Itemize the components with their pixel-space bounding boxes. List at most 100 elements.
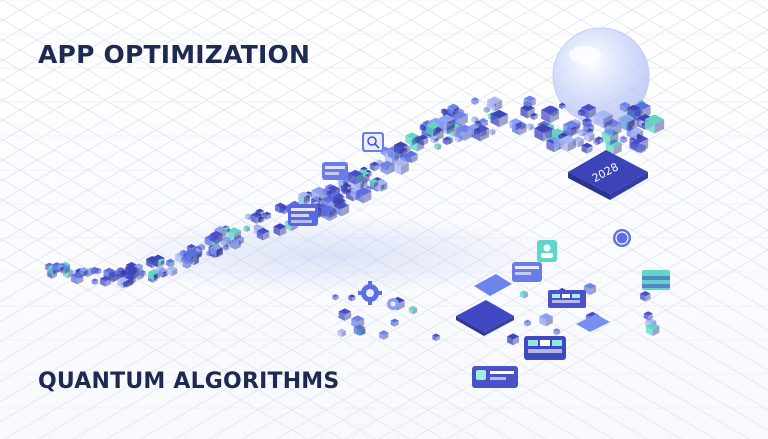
data-cube (643, 311, 653, 321)
data-cube (91, 278, 99, 285)
gear-icon (387, 298, 399, 310)
user-card (537, 240, 557, 262)
data-cube (417, 134, 429, 146)
data-cube (71, 272, 84, 285)
data-cube (405, 150, 418, 164)
data-cube (534, 123, 552, 142)
data-cube (524, 319, 531, 327)
data-cube (91, 266, 99, 275)
data-cube (234, 235, 244, 246)
layers-card (524, 336, 566, 360)
data-cube (369, 161, 380, 172)
data-cube (124, 264, 137, 277)
data-cube (262, 211, 272, 220)
data-cube (526, 123, 534, 131)
data-cube (146, 255, 159, 269)
headline: APP OPTIMIZATION (38, 40, 311, 69)
flat-tile (576, 314, 610, 332)
data-cube (604, 119, 622, 137)
data-cube (563, 120, 580, 137)
data-cube (210, 243, 223, 257)
data-cube (627, 104, 640, 118)
search-icon (367, 136, 377, 146)
data-cube (486, 96, 503, 112)
data-cube (432, 333, 440, 342)
data-cube (440, 108, 448, 115)
data-cube (255, 208, 264, 217)
data-cube (419, 124, 427, 131)
data-cube (583, 131, 595, 143)
data-cube (541, 105, 559, 124)
data-cube (583, 122, 594, 134)
search-card (362, 132, 384, 152)
data-cube (348, 294, 356, 302)
data-cube (399, 147, 407, 155)
data-cube (425, 122, 441, 137)
data-cube (166, 258, 175, 268)
data-cube (243, 225, 251, 233)
data-cube (523, 95, 536, 108)
data-cube (442, 136, 452, 146)
data-cube (157, 258, 164, 265)
user-icon (543, 244, 551, 252)
data-cube (257, 216, 265, 223)
data-cube (323, 205, 336, 219)
data-cube (595, 136, 603, 145)
data-cube (79, 267, 89, 277)
data-cube (581, 142, 593, 154)
chat-card (322, 162, 348, 180)
data-cube (483, 106, 490, 114)
data-cube (393, 141, 408, 156)
data-cube (639, 290, 651, 302)
data-cube (594, 109, 613, 129)
data-cube (379, 330, 389, 340)
data-cube (509, 118, 522, 131)
data-cube (353, 324, 366, 336)
data-cube (636, 143, 646, 154)
data-cube (619, 135, 628, 144)
data-cube (519, 290, 528, 299)
data-cube (434, 143, 442, 151)
data-cube (223, 226, 230, 233)
data-cube (520, 104, 535, 119)
gear-icon (358, 281, 382, 305)
data-cube (59, 264, 70, 275)
phone-card (472, 366, 518, 388)
data-cube (471, 97, 479, 105)
data-cube (644, 114, 665, 134)
message-card (512, 262, 542, 282)
data-cube (539, 313, 553, 327)
data-cube (273, 223, 287, 237)
data-cube (220, 236, 231, 247)
data-cube (630, 127, 644, 140)
data-cube (447, 103, 459, 116)
data-cube (577, 128, 586, 137)
data-cube (332, 294, 339, 301)
data-cube (209, 230, 223, 244)
data-cube (430, 135, 439, 144)
document-card (288, 204, 318, 226)
data-cube (405, 132, 419, 146)
data-cube (347, 169, 363, 185)
glass-sphere (552, 27, 650, 125)
data-cube (572, 136, 584, 148)
stack-tile (642, 270, 670, 290)
data-cube (338, 308, 352, 321)
data-cube (374, 179, 388, 192)
data-cube (619, 101, 631, 113)
data-cube (633, 113, 641, 121)
data-cube (490, 109, 508, 128)
data-cube (157, 267, 168, 278)
data-cube (256, 227, 270, 241)
data-cube (452, 110, 468, 127)
chart-card (548, 290, 586, 308)
data-cube (393, 159, 409, 175)
subheadline: QUANTUM ALGORITHMS (38, 369, 340, 394)
data-cube (56, 264, 64, 272)
clock-badge (613, 229, 631, 247)
data-cube (618, 115, 635, 131)
data-cube (117, 276, 129, 289)
data-cube (100, 275, 112, 287)
